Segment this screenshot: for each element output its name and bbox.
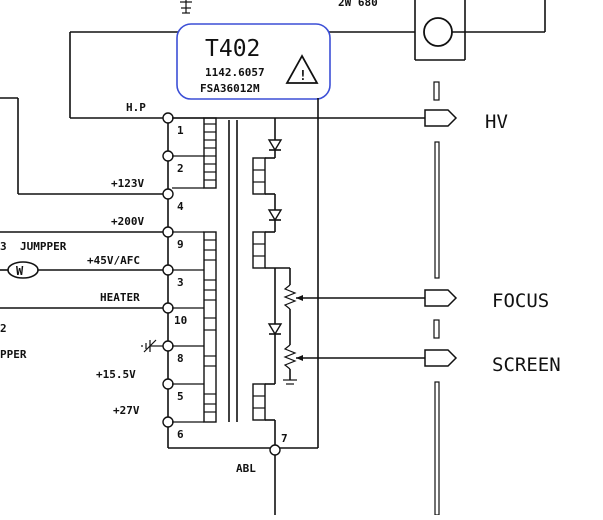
transformer-ref: T402: [205, 36, 260, 62]
jumper-label: JUMPPER: [20, 240, 67, 253]
pin-number-3: 3: [177, 276, 184, 289]
primary-winding-bottom: [172, 117, 217, 423]
pin-number-6: 6: [177, 428, 184, 441]
output-label-focus: FOCUS: [492, 290, 549, 312]
top-partial-label: 2W 680: [338, 0, 378, 9]
pin-number-4: 4: [177, 200, 184, 213]
pin-2: [162, 150, 174, 162]
transformer-part-number: 1142.6057: [205, 66, 265, 79]
connector-bars: [433, 81, 440, 516]
focus-potentiometer: [283, 268, 425, 345]
output-label-hv: HV: [485, 111, 508, 133]
crt-connector: [414, 0, 546, 61]
pin-number-2: 2: [177, 162, 184, 175]
pin-number-8: 8: [177, 352, 184, 365]
secondary-circuit: [252, 118, 290, 450]
pin-number-5: 5: [177, 390, 184, 403]
pin-5: [162, 378, 174, 390]
pin-6: [162, 416, 174, 428]
left-number-2: 2: [0, 322, 7, 335]
pin-9: [162, 226, 174, 238]
screen-connector: [424, 349, 458, 367]
net-label-45v-afc: +45V/AFC: [87, 254, 140, 267]
pin-number-10: 10: [174, 314, 187, 327]
pin-number-9: 9: [177, 238, 184, 251]
pin-number-1: 1: [177, 124, 184, 137]
net-label-27v: +27V: [113, 404, 140, 417]
pin-1: [162, 112, 174, 124]
jumper-number: 3: [0, 240, 7, 253]
focus-connector: [424, 289, 458, 307]
net-label-15v: +15.5V: [96, 368, 136, 381]
screen-potentiometer: [283, 344, 425, 385]
jumper-resistor: W: [7, 261, 39, 279]
transformer-core: [228, 120, 238, 422]
pin-8: [162, 340, 174, 352]
warning-triangle-icon: !: [285, 54, 319, 84]
pin-3: [162, 264, 174, 276]
net-label-abl: ABL: [236, 462, 256, 475]
pin-7: [269, 444, 281, 456]
ground-symbol-pin8: [141, 339, 163, 353]
transformer-label-box: T402 1142.6057 FSA36012M !: [176, 23, 331, 100]
svg-text:W: W: [16, 264, 24, 278]
output-label-screen: SCREEN: [492, 354, 561, 376]
transformer-model: FSA36012M: [200, 82, 260, 95]
net-label-123v: +123V: [111, 177, 144, 190]
left-wires: [0, 97, 168, 309]
left-label-pper: PPER: [0, 348, 27, 361]
primary-winding-top: [172, 117, 217, 189]
svg-text:!: !: [299, 69, 307, 84]
pin-4: [162, 188, 174, 200]
ground-symbol-top: [180, 0, 192, 14]
pin-number-7: 7: [281, 432, 288, 445]
hv-connector: [424, 109, 458, 127]
net-label-200v: +200V: [111, 215, 144, 228]
pin-10: [162, 302, 174, 314]
net-label-hp: H.P: [126, 101, 146, 114]
net-label-heater: HEATER: [100, 291, 140, 304]
